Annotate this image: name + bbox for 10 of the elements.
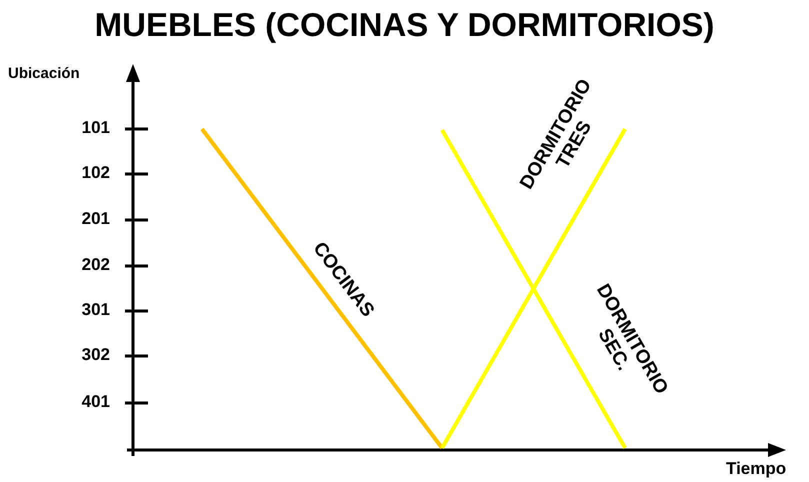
chart-title: MUEBLES (COCINAS Y DORMITORIOS) [94, 6, 716, 44]
tick-label: 102 [80, 163, 110, 183]
tick-label: 101 [80, 118, 110, 138]
tick-label: 201 [80, 209, 110, 229]
axis-title: Tiempo [726, 459, 786, 479]
tick-label: 302 [80, 345, 110, 365]
tick-label: 202 [80, 255, 110, 275]
axis-title: Ubicación [8, 65, 80, 82]
tick-label: 301 [80, 300, 110, 320]
tick-label: 401 [80, 392, 110, 412]
